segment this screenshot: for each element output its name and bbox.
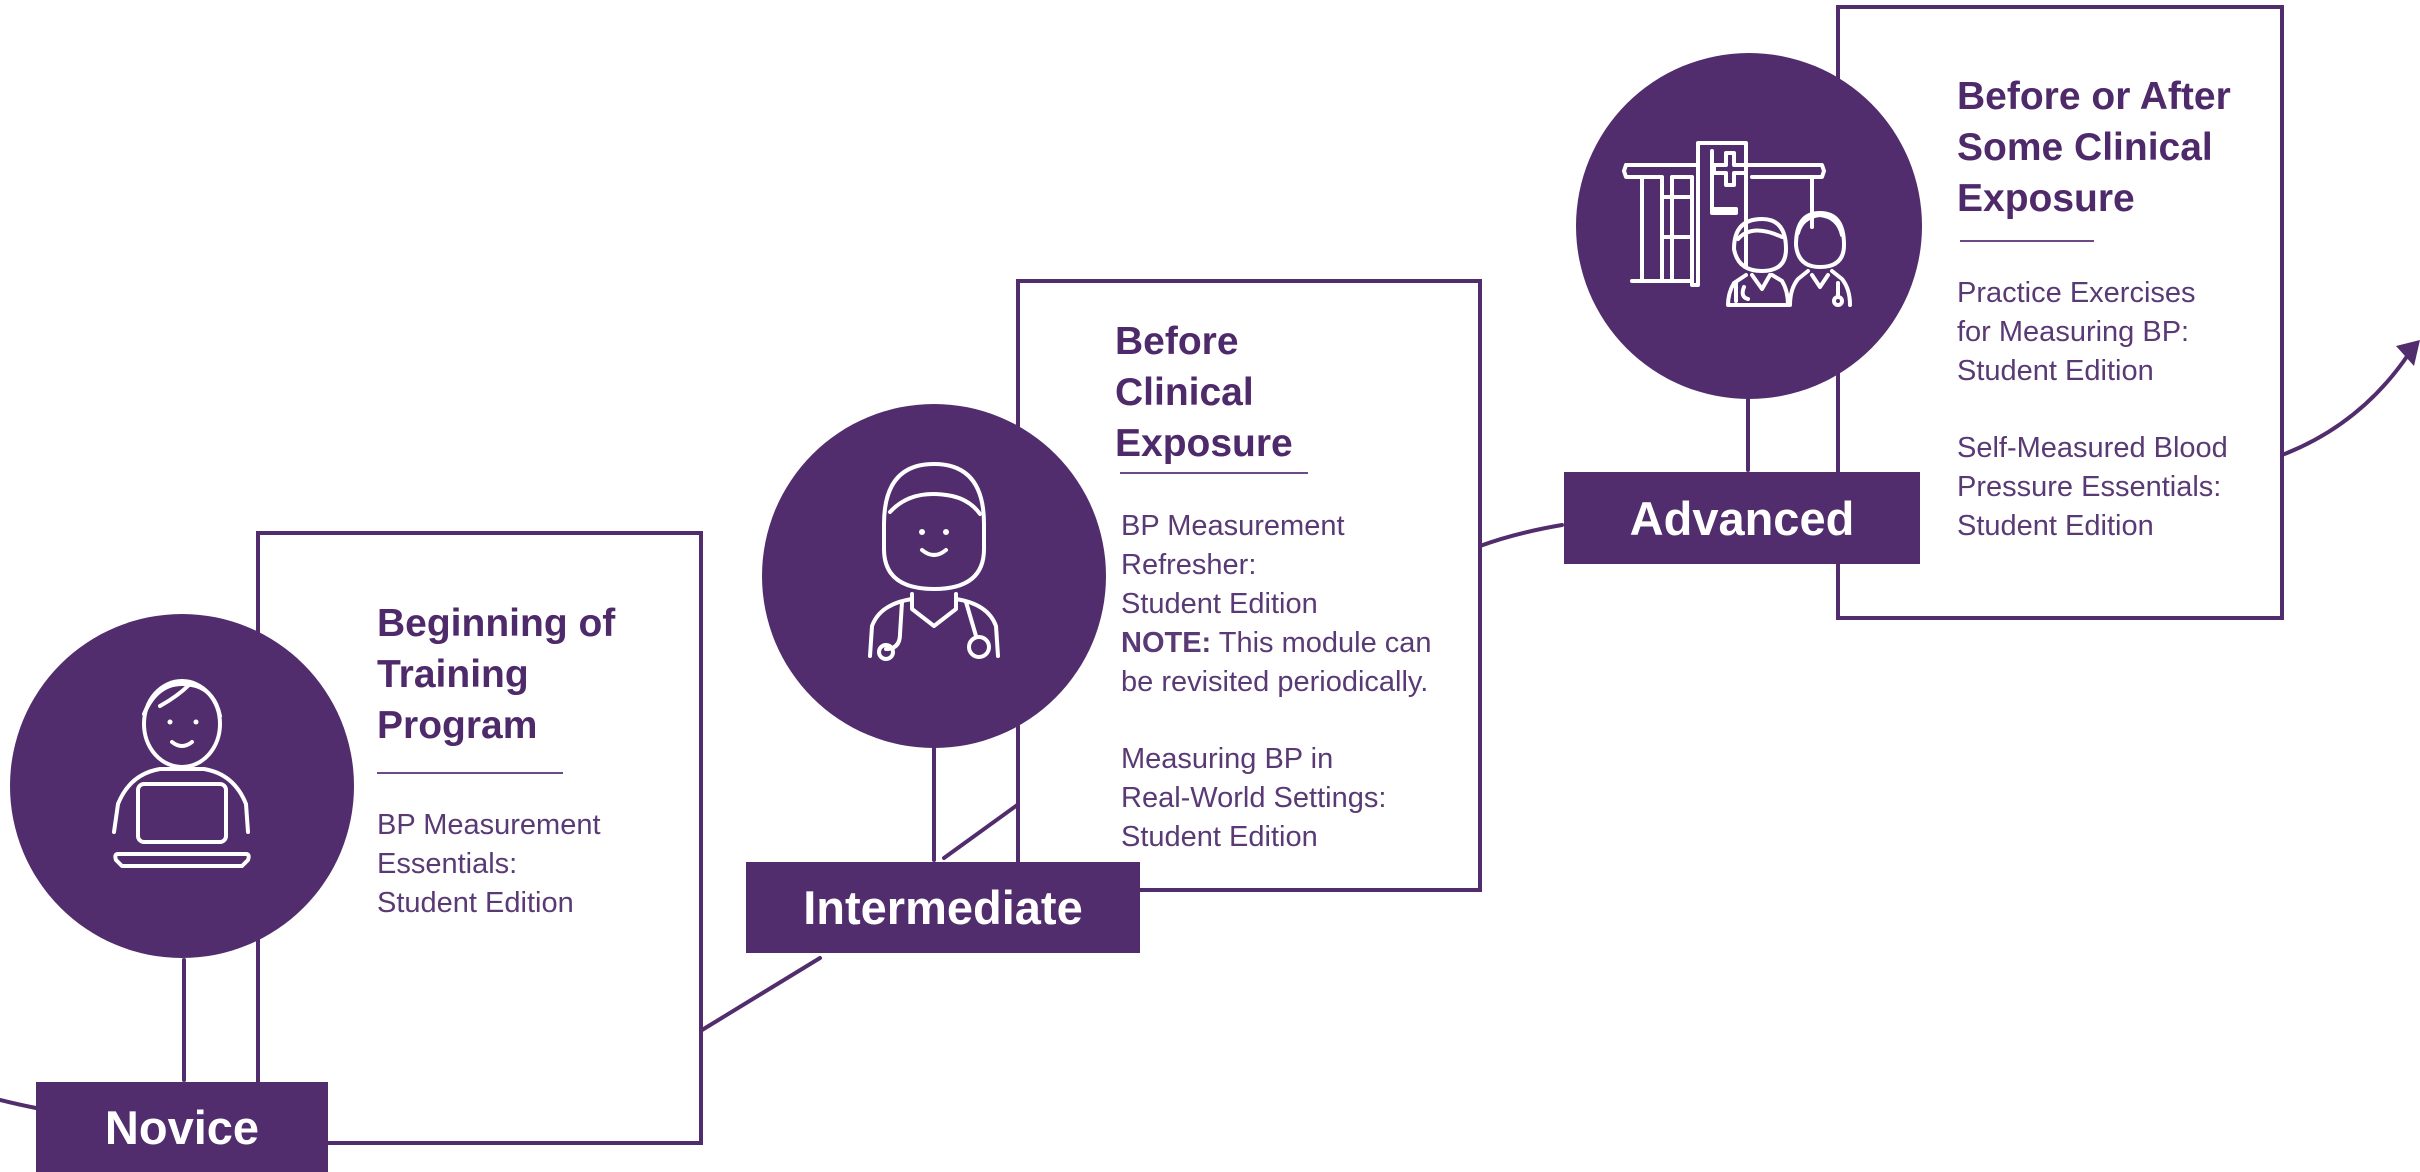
- module-line: for Measuring BP:: [1957, 316, 2190, 348]
- advanced-icon-circle: [1576, 53, 1922, 399]
- module-line: Measuring BP in: [1121, 743, 1334, 775]
- student-laptop-icon: [112, 679, 251, 868]
- note-text-line-2: be revisited periodically.: [1121, 666, 1429, 698]
- novice-title-line-3: Program: [377, 704, 538, 747]
- module-line: Essentials:: [377, 848, 518, 880]
- module-bp-measurement-essentials: BP Measurement Essentials: Student Editi…: [377, 806, 601, 923]
- novice-title-line-1: Beginning of: [377, 602, 616, 645]
- module-line: Student Edition: [1957, 510, 2154, 542]
- module-measuring-bp-real-world: Measuring BP in Real-World Settings: Stu…: [1121, 740, 1432, 857]
- intermediate-card: [1016, 279, 1482, 892]
- module-line: BP Measurement: [377, 809, 601, 841]
- novice-card-title: Beginning of Training Program: [377, 598, 615, 751]
- module-practice-exercises: Practice Exercises for Measuring BP: Stu…: [1957, 274, 2228, 391]
- module-line: Pressure Essentials:: [1957, 471, 2222, 503]
- module-self-measured-bp-essentials: Self-Measured Blood Pressure Essentials:…: [1957, 429, 2228, 546]
- note-text-line-1: This module can: [1218, 627, 1432, 659]
- intermediate-title-line-2: Clinical: [1115, 371, 1254, 414]
- intermediate-title-line-3: Exposure: [1115, 422, 1293, 465]
- module-line: BP Measurement: [1121, 510, 1345, 542]
- module-line: Practice Exercises: [1957, 277, 2196, 309]
- advanced-title-line-3: Exposure: [1957, 177, 2135, 220]
- novice-modules: BP Measurement Essentials: Student Editi…: [377, 806, 601, 923]
- advanced-card-title: Before or After Some Clinical Exposure: [1957, 71, 2231, 224]
- module-line: Refresher:: [1121, 549, 1257, 581]
- novice-title-divider: [377, 772, 563, 774]
- module-line: Real-World Settings:: [1121, 782, 1387, 814]
- path-segment-novice-intermediate: [700, 956, 822, 1032]
- advanced-title-line-2: Some Clinical: [1957, 126, 2213, 169]
- arrowhead-icon: [2396, 340, 2420, 366]
- module-line: Student Edition: [1121, 588, 1318, 620]
- path-segment-intermediate-advanced: [1478, 523, 1564, 548]
- module-line: Student Edition: [377, 887, 574, 919]
- advanced-stage-badge: Advanced: [1564, 472, 1920, 564]
- intermediate-title-divider: [1120, 472, 1308, 474]
- novice-icon-circle: [10, 614, 354, 958]
- hospital-clinicians-icon: [1622, 141, 1852, 307]
- module-line: Self-Measured Blood: [1957, 432, 2228, 464]
- module-line: Student Edition: [1121, 821, 1318, 853]
- intermediate-modules: BP Measurement Refresher: Student Editio…: [1121, 507, 1432, 857]
- note-label: NOTE:: [1121, 627, 1212, 659]
- module-line: Student Edition: [1957, 355, 2154, 387]
- path-segment-entry: [0, 1098, 38, 1110]
- intermediate-card-title: Before Clinical Exposure: [1115, 316, 1293, 469]
- module-bp-measurement-refresher: BP Measurement Refresher: Student Editio…: [1121, 507, 1432, 702]
- advanced-title-divider: [1960, 240, 2094, 242]
- intermediate-stage-badge: Intermediate: [746, 862, 1140, 953]
- intermediate-icon-circle: [762, 404, 1106, 748]
- healthcare-provider-icon: [868, 462, 1000, 661]
- novice-stage-badge: Novice: [36, 1082, 328, 1172]
- advanced-modules: Practice Exercises for Measuring BP: Stu…: [1957, 274, 2228, 546]
- novice-title-line-2: Training: [377, 653, 529, 696]
- path-segment-intermediate-inner: [942, 801, 1022, 860]
- path-segment-exit: [2280, 353, 2410, 457]
- advanced-title-line-1: Before or After: [1957, 75, 2231, 118]
- intermediate-title-line-1: Before: [1115, 320, 1239, 363]
